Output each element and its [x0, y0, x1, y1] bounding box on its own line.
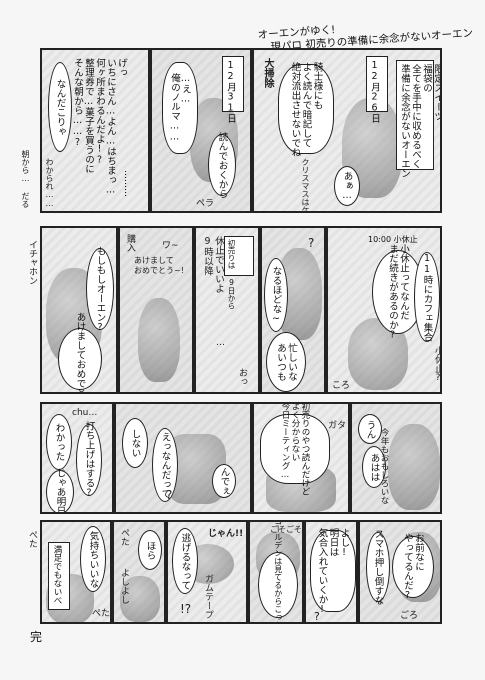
- sfx-text: ガタ: [328, 421, 347, 431]
- end-mark: 完: [30, 630, 43, 644]
- panel-row1-1: ……… げっ いちにさん…よん…はちまっ… 何ヶ所まわるんだよ!? 整理券で…菓…: [40, 48, 150, 213]
- panel-row4-1: 気持ちいいな 満足でもないべ ぺた: [40, 520, 112, 624]
- speech-bubble: うん: [358, 414, 382, 444]
- date-box: 12月31日: [222, 56, 244, 123]
- panel-row4-5: よし! 明日は 気合入れていくか! ?: [304, 520, 358, 624]
- panel-row2-5: 10:00 小休止 小休止ってなんだ まだ続きがあるのか? 11時にカフェ集合 …: [326, 226, 442, 394]
- sfx-text: ぺた: [27, 530, 37, 548]
- question-mark: ?: [308, 236, 315, 250]
- speech-bubble: 気持ちいいな: [80, 526, 106, 592]
- speech-bubble: ほら: [138, 530, 162, 570]
- speech-bubble: 逃げるなって: [172, 528, 198, 594]
- panel-row2-3: 初売りは 9日から 休止でいいよ 9時以降 … おっ: [194, 226, 260, 394]
- panel-row3-2: しない えっなんだって んでぇ ?: [114, 402, 252, 514]
- ellipsis: ………: [122, 170, 132, 197]
- speech-bubble: 打ち上げはする?: [76, 421, 102, 499]
- character-figure: [120, 576, 160, 622]
- sfx-text: ガムテープ: [203, 574, 213, 619]
- sfx-text: chu…: [72, 408, 98, 418]
- character-figure: [138, 298, 180, 382]
- panel-row2-1: もしもしオーエン? あけましておめでとう: [40, 226, 118, 394]
- sfx-text: おっ: [237, 368, 247, 386]
- speech-bubble: なるほどな~: [264, 258, 288, 332]
- sfx-text: じゃん!!: [208, 529, 244, 539]
- sfx-text: ぺた: [92, 609, 111, 619]
- speech-bubble: 騎士様にも よく読んで暗記して 絶対流出させないでね: [278, 62, 334, 157]
- sfx-text: ぺた: [119, 528, 129, 546]
- speech-bubble: 読んでおくから: [208, 132, 236, 198]
- sfx-text: 小休止?: [433, 346, 442, 383]
- speech-bubble: わかった: [46, 414, 72, 470]
- sfx-text: !?: [180, 602, 192, 616]
- speech-bubble: んでぇ: [212, 464, 236, 498]
- sign-box: 初売りは 9日から: [224, 236, 254, 310]
- date-text: 12月26日: [369, 60, 380, 123]
- panel-row4-2: ほら よしよし ぺた: [112, 520, 166, 624]
- side-note: 朝から… だる: [21, 150, 30, 208]
- sfx-text: イチャホン: [27, 240, 37, 285]
- sfx-text: ワ~: [162, 241, 179, 251]
- speech-box: 満足でもないべ: [48, 542, 70, 610]
- sfx-text: わかられ……: [45, 158, 54, 208]
- speech-bubble: もしもしオーエン?: [86, 246, 114, 333]
- xmas-note: クリスマスはケーキだ: [301, 158, 310, 213]
- inner-monologue: げっ いちにさん…よん…はちまっ… 何ヶ所まわるんだよ!? 整理券で…菓子を買う…: [72, 58, 127, 196]
- panel-row4-6: スマホ押し倒すな お前なに やってるんだ? ごろ: [358, 520, 442, 624]
- speech-text: 今年もおもしろいな: [379, 428, 389, 505]
- speech-bubble-ah: あぁ…: [334, 166, 360, 206]
- panel-row1-2: 12月31日 …え… 俺のノルマ…… 読んでおくから ペラ: [150, 48, 252, 213]
- ellipsis: …: [216, 338, 225, 348]
- speech-bubble: お前なに やってるんだ?: [392, 533, 434, 601]
- speech-text: 休止でいいよ 9時以降: [202, 236, 224, 293]
- sfx-text: ペラ: [196, 199, 215, 209]
- panel-row4-3: 逃げるなって ガムテープ じゃん!! !?: [166, 520, 248, 624]
- speech-bubble: しない: [122, 418, 148, 468]
- panel-row2-2: 購入 ワ~ あけまして おめでとう~!: [118, 226, 194, 394]
- panel-row1-3: 限定スイーツ 福袋の 全てを手中に収めるべく 準備に余念がないオーエン 12月2…: [252, 48, 442, 213]
- speech-bubble: あはは: [362, 446, 386, 488]
- speech-bubble: えっなんだって: [152, 428, 178, 502]
- panel-row3-4: うん あはは 今年もおもしろいな: [350, 402, 442, 514]
- narration-text: 限定スイーツ 福袋の 全てを手中に収めるべく 準備に余念がないオーエン: [399, 64, 442, 178]
- clock-note: 10:00 小休止: [368, 235, 418, 244]
- speech-bubble: 忙しいな あいつも: [266, 332, 306, 392]
- speech-bubble: なんだこりゃ: [48, 62, 72, 152]
- speech-bubble: 初売りのやつ読んだけど よく分からない 今日ミーティング…: [260, 404, 330, 496]
- character-figure: [388, 424, 440, 510]
- sfx-text: ころ: [332, 381, 351, 391]
- speech-bubble: スマホ押し倒すな: [366, 529, 390, 605]
- question-mark: ?: [166, 488, 173, 502]
- speech-bubble: じゃあ明日: [46, 468, 74, 512]
- cheer-text: あけまして おめでとう~!: [134, 256, 184, 275]
- speech-bubble: ゴールデンは見てるからこっちおいで: [258, 522, 298, 622]
- date-text: 12月31日: [225, 60, 236, 123]
- sfx-text: ごろ: [400, 611, 419, 621]
- speech-bubble: 11時にカフェ集合: [414, 252, 440, 342]
- cleaning-label: 大掃除: [262, 58, 273, 88]
- speech-text: よしよし: [119, 568, 129, 604]
- panel-row3-1: chu… わかった 打ち上げはする? じゃあ明日: [40, 402, 114, 514]
- label-text: 購入: [125, 234, 135, 252]
- panel-row3-3: 初売りのやつ読んだけど よく分からない 今日ミーティング… ガタ: [252, 402, 350, 514]
- sfx-text: ごそごそ: [270, 525, 302, 534]
- panel-row2-4: なるほどな~ 忙しいな あいつも ?: [260, 226, 326, 394]
- date-box: 12月26日: [366, 56, 388, 123]
- narration-box: 限定スイーツ 福袋の 全てを手中に収めるべく 準備に余念がないオーエン: [396, 60, 440, 178]
- speech-bubble: あけましておめでとう: [58, 312, 102, 392]
- speech-bubble: よし! 明日は 気合入れていくか!: [310, 528, 356, 615]
- panel-row4-4: ゴールデンは見てるからこっちおいで ごそごそ: [248, 520, 304, 624]
- question-mark: ?: [314, 610, 320, 623]
- speech-bubble: …え… 俺のノルマ……: [162, 62, 198, 154]
